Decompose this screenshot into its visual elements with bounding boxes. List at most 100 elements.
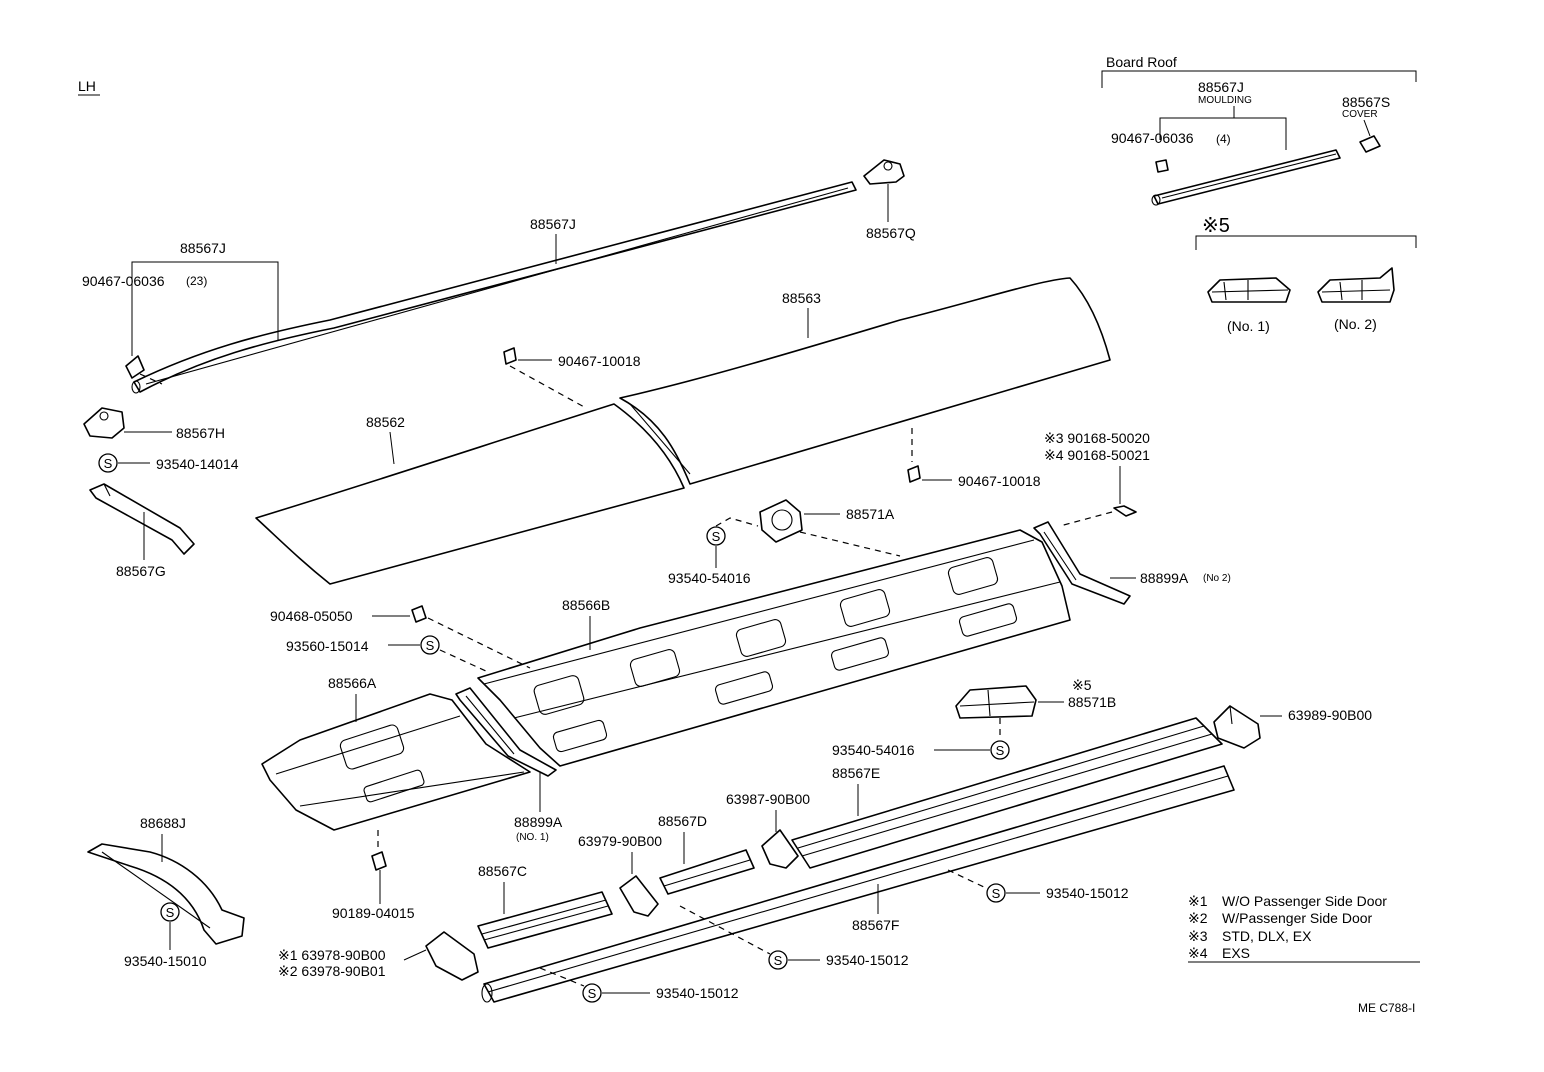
screw-s7-dash: [679, 905, 771, 955]
rail-f-end: [481, 983, 493, 1003]
legend-text-3: STD, DLX, EX: [1222, 928, 1312, 944]
duct-upper-group: 88566B: [477, 529, 1071, 767]
option5-grille-no1-line: [1211, 289, 1289, 293]
duct-end-no2-shape: [1033, 521, 1131, 605]
duct-block-label: 88571A: [846, 506, 895, 522]
grille-b-shape: [955, 685, 1037, 719]
duct-end-no2-group: 88899A (No 2): [1033, 521, 1231, 605]
end-cap-front-group: 88567Q: [863, 159, 916, 241]
rail-c-line2: [483, 905, 609, 941]
clip-main-label: 90467-06036: [82, 273, 165, 289]
duct-upper-grille-3: [830, 637, 890, 671]
clip-main-dash: [139, 373, 163, 385]
screw-s2-dash: [715, 517, 759, 527]
rail-f-line: [487, 775, 1229, 993]
duct-upper-mid-edge: [513, 581, 1061, 719]
cap-63978-shape: [425, 931, 479, 981]
screw-s2-symbol: [706, 526, 726, 546]
cap-63978-group: ※1 63978-90B00 ※2 63978-90B01: [278, 931, 479, 981]
joint-63979-group: 63979-90B00: [578, 833, 662, 917]
screw-s3-group: 93560-15014 S: [286, 635, 489, 673]
moulding-main-shape: [133, 181, 857, 393]
retainer-upper-dash: [509, 365, 587, 409]
screw-s8-label: 93540-15012: [656, 985, 739, 1001]
rail-d-label: 88567D: [658, 813, 707, 829]
moulding-bracket-leader: [131, 261, 279, 356]
rail-f-group: 88567F: [481, 765, 1235, 1003]
duct-upper-shape: [477, 529, 1071, 767]
screw-s5-symbol-text: S: [996, 743, 1005, 758]
rail-d-line: [663, 859, 751, 887]
screw-s6-symbol: [986, 883, 1006, 903]
rail-c-label: 88567C: [478, 863, 527, 879]
grille-b-div: [987, 689, 991, 717]
screw-s3-symbol-text: S: [426, 638, 435, 653]
duct-upper-outlet-2: [629, 649, 681, 687]
option5-grille-no2-div1: [1339, 281, 1343, 301]
board-roof-cover-part: 88567S: [1342, 94, 1390, 110]
roof-panel-rear-shape: [619, 277, 1111, 485]
rail-c-group: 88567C: [477, 863, 613, 949]
bracket-g-label: 88567G: [116, 563, 166, 579]
duct-lower-top-edge: [275, 715, 461, 775]
roof-panel-front-shape: [255, 403, 685, 585]
screw-s5-group: 93540-54016 S: [832, 740, 1010, 760]
screw-s4-symbol: [160, 902, 180, 922]
duct-upper-outlet-4: [839, 589, 891, 627]
grille-b-group: ※5 88571B: [955, 677, 1116, 740]
bracket-g-group: 88567G: [89, 483, 195, 579]
retainer-upper-shape: [503, 347, 517, 365]
screw-s1-symbol-text: S: [104, 456, 113, 471]
roof-panel-rear-group: 88563: [619, 277, 1111, 485]
end-cap-rear-hole: [99, 411, 109, 421]
duct-block-dash: [799, 531, 901, 557]
joint-63987-group: 63987-90B00: [726, 791, 810, 869]
moulding-main-groove: [145, 187, 849, 385]
screw-s7-symbol-text: S: [774, 953, 783, 968]
board-roof-title: Board Roof: [1106, 54, 1177, 70]
option5-bracket: [1195, 235, 1417, 250]
screw-s2-label: 93540-54016: [668, 570, 751, 586]
screw-s7-group: S 93540-15012: [679, 905, 909, 970]
retainer-upper-label: 90467-10018: [558, 353, 641, 369]
duct-end-no1-sub: (NO. 1): [516, 832, 549, 843]
screw-s4-label: 93540-15010: [124, 953, 207, 969]
moulding-main-group: 88567J 88567J 90467-06036 (23): [82, 181, 857, 394]
rail-e-line1: [797, 725, 1205, 849]
duct-end-no1-shape: [455, 687, 557, 777]
screw-note4-label: ※4 90168-50021: [1044, 447, 1150, 463]
duct-upper-label: 88566B: [562, 597, 610, 613]
duct-upper-top-edge: [483, 539, 1035, 685]
option5-grille-no2-shape: [1317, 267, 1395, 303]
end-cap-front-shape: [863, 159, 905, 185]
duct-upper-grille-1: [552, 719, 608, 753]
cap-note1-label: ※1 63978-90B00: [278, 947, 386, 963]
screw-s5-label: 93540-54016: [832, 742, 915, 758]
duct-end-no2-label: 88899A: [1140, 570, 1189, 586]
legend-mark-2: ※2: [1188, 910, 1208, 926]
duct-upper-outlet-1: [533, 675, 585, 715]
bracket-j-group: 88688J: [87, 815, 245, 945]
option5-grille-no1-div1: [1223, 281, 1227, 301]
cap-note2-label: ※2 63978-90B01: [278, 963, 386, 979]
duct-block-ring: [771, 509, 793, 531]
clip-main-shape: [125, 355, 145, 379]
screw-s8-symbol-text: S: [588, 986, 597, 1001]
grille-b-line: [959, 701, 1035, 707]
bracket-j-label: 88688J: [140, 815, 186, 831]
board-roof-clip-shape: [1155, 159, 1169, 173]
bracket-g-tab: [103, 483, 111, 497]
screw-s2-group: S 93540-54016: [668, 517, 759, 586]
bracket-g-shape: [89, 483, 195, 555]
duct-lower-grille: [363, 769, 425, 803]
duct-upper-outlet-3: [735, 619, 787, 657]
roof-panel-front-label: 88562: [366, 414, 405, 430]
joint-63987-label: 63987-90B00: [726, 791, 810, 807]
screw-s1-symbol: [98, 453, 118, 473]
end-cap-rear-shape: [83, 407, 125, 439]
duct-end-no1-group: 88899A (NO. 1): [455, 687, 563, 843]
screw-s4-symbol-text: S: [166, 905, 175, 920]
grille-b-label: 88571B: [1068, 694, 1116, 710]
cap-63989-edge: [1229, 705, 1233, 725]
board-roof-moulding-leader: [1159, 117, 1287, 150]
